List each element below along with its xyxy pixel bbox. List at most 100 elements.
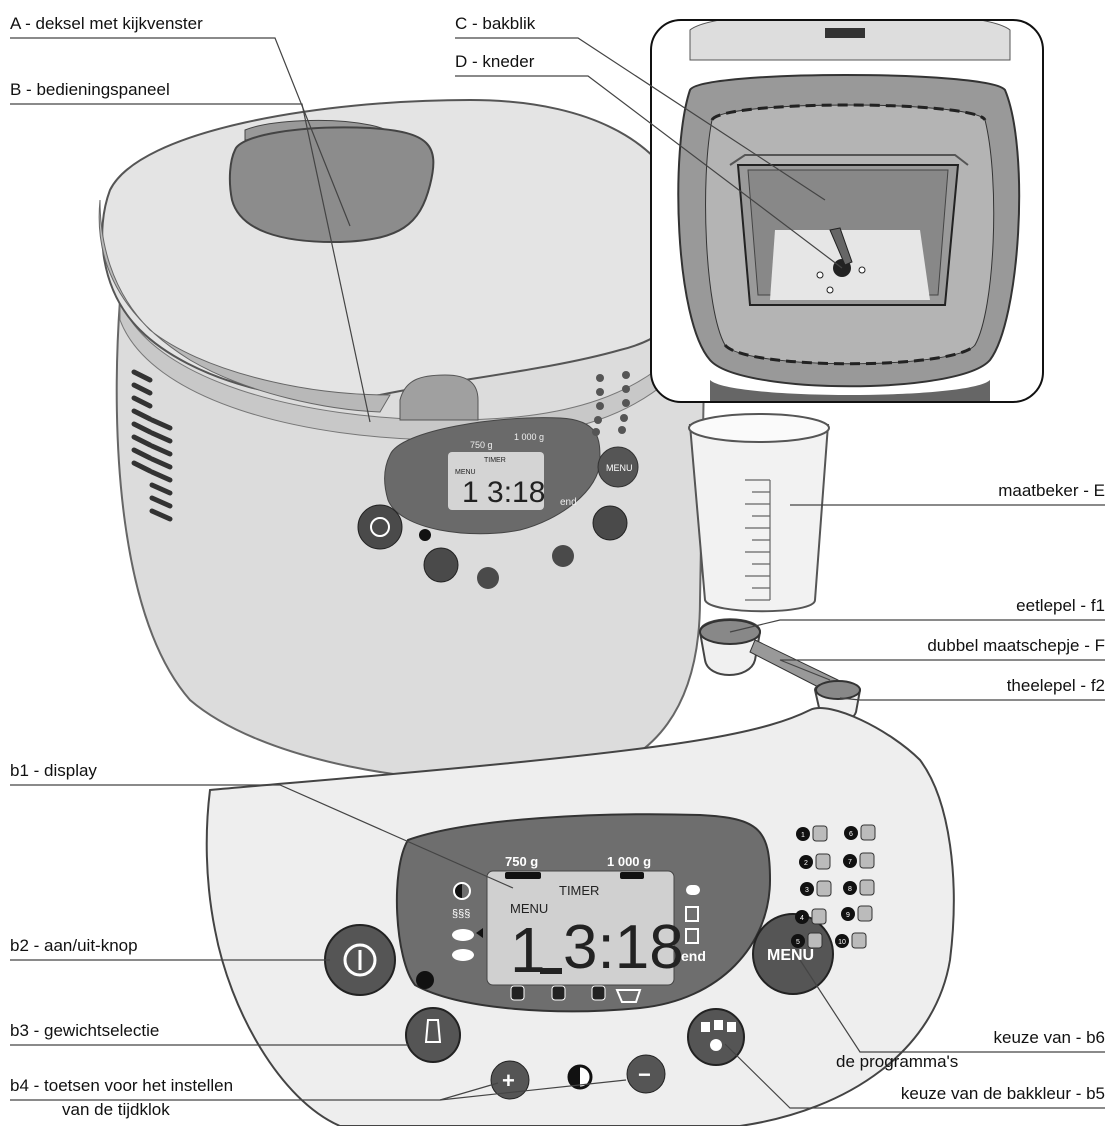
program-number-badge xyxy=(800,882,814,896)
program-bread-icon xyxy=(857,905,873,922)
program-number-text: 7 xyxy=(848,859,852,866)
program-number-text: 4 xyxy=(800,915,804,922)
label-power-button: b2 - aan/uit-knop xyxy=(10,936,138,955)
small-timer-label: TIMER xyxy=(484,457,506,464)
program-number-text: 5 xyxy=(796,939,800,946)
indicator-light xyxy=(416,971,434,989)
program-number: 1 xyxy=(510,914,546,986)
program-item: 1 xyxy=(796,825,828,842)
minus-button[interactable]: − xyxy=(626,1054,666,1094)
measuring-cup xyxy=(688,413,830,613)
program-bread-icon xyxy=(859,852,875,869)
menu-button-label: MENU xyxy=(767,947,814,964)
small-menu-button[interactable] xyxy=(597,446,639,488)
loaf-size-icons xyxy=(510,985,642,1003)
program-item: 5 xyxy=(791,932,823,949)
label-lid: A - deksel met kijkvenster xyxy=(10,14,203,33)
label-program-choice-line2: de programma's xyxy=(836,1052,959,1071)
weight-1000-indicator xyxy=(620,872,644,879)
small-weight-1000: 1 000 g xyxy=(514,432,544,442)
program-list: 1 2 3 4 5 6 7 8 9 10 xyxy=(791,824,876,949)
program-number-text: 6 xyxy=(849,831,853,838)
small-control-panel: 750 g 1 000 g TIMER MENU 1 3:18 end xyxy=(384,417,601,535)
program-number-badge xyxy=(795,910,809,924)
program-number-text: 8 xyxy=(848,886,852,893)
program-bread-icon xyxy=(851,932,867,949)
crust-symbol-icon xyxy=(567,1064,593,1090)
minus-icon: − xyxy=(638,1062,651,1087)
small-end-label: end xyxy=(560,497,577,508)
crust-color-button[interactable] xyxy=(687,1008,745,1066)
large-display: 750 g 1 000 g TIMER MENU 1 3:18 end xyxy=(476,854,706,986)
program-item: 6 xyxy=(844,824,876,841)
program-item: 2 xyxy=(799,853,831,870)
program-number-text: 3 xyxy=(805,887,809,894)
small-crust-button[interactable] xyxy=(592,505,628,541)
plus-button[interactable]: + xyxy=(490,1060,530,1100)
crust-indicator-icons: §§§ xyxy=(452,882,474,961)
program-bread-icon xyxy=(812,825,828,842)
side-vents xyxy=(131,369,173,522)
program-item: 4 xyxy=(795,908,827,925)
inset-open-machine xyxy=(650,19,1044,403)
program-item: 3 xyxy=(800,880,832,897)
program-number-text: 2 xyxy=(804,860,808,867)
program-item: 7 xyxy=(843,852,875,869)
label-weight-selection: b3 - gewichtselectie xyxy=(10,1021,160,1040)
lid-handle xyxy=(399,374,479,421)
program-bread-icon xyxy=(860,824,876,841)
crust-color-icon xyxy=(701,1022,710,1032)
program-number-text: 1 xyxy=(801,832,805,839)
end-label: end xyxy=(681,948,706,964)
cursor-bar xyxy=(540,968,562,974)
label-kneader: D - kneder xyxy=(455,52,535,71)
weight-1000-label: 1 000 g xyxy=(607,854,651,869)
small-weight-750: 750 g xyxy=(470,440,493,450)
label-baking-pan: C - bakblik xyxy=(455,14,536,33)
small-indicator-light xyxy=(419,529,431,541)
menu-label: MENU xyxy=(510,901,548,916)
small-plus-button[interactable] xyxy=(477,567,499,589)
large-power-button[interactable] xyxy=(324,924,396,996)
label-tablespoon: eetlepel - f1 xyxy=(1016,596,1105,615)
menu-button[interactable]: MENU xyxy=(752,913,834,995)
program-number-badge xyxy=(796,827,810,841)
small-menu-button-label: MENU xyxy=(606,463,633,473)
small-menu-label: MENU xyxy=(455,469,476,476)
leader-lines xyxy=(10,37,1105,1109)
small-power-icon xyxy=(370,517,390,537)
program-item: 8 xyxy=(843,879,875,896)
program-number-badge xyxy=(791,934,805,948)
weight-selection-button[interactable] xyxy=(405,1007,461,1063)
small-program-icons xyxy=(592,371,630,436)
weight-750-label: 750 g xyxy=(505,854,538,869)
program-number-badge xyxy=(844,826,858,840)
program-bread-icon xyxy=(816,880,832,897)
program-bread-icon xyxy=(811,908,827,925)
weight-750-indicator xyxy=(505,872,541,879)
label-timer-keys-line2: van de tijdklok xyxy=(62,1100,170,1119)
program-bread-icon xyxy=(807,932,823,949)
weight-icon xyxy=(424,1019,442,1043)
label-crust-color: keuze van de bakkleur - b5 xyxy=(900,1084,1105,1103)
power-icon xyxy=(343,943,377,977)
program-number-badge xyxy=(843,854,857,868)
cycle-indicator-icons xyxy=(685,885,700,944)
double-measuring-spoon xyxy=(698,618,862,723)
label-measuring-cup: maatbeker - E xyxy=(998,481,1105,500)
viewing-window xyxy=(228,126,435,244)
label-teaspoon: theelepel - f2 xyxy=(1006,676,1105,695)
program-number-text: 9 xyxy=(846,912,850,919)
svg-text:§§§: §§§ xyxy=(452,908,470,920)
program-number-badge xyxy=(799,855,813,869)
program-number-text: 10 xyxy=(838,939,846,946)
small-minus-button[interactable] xyxy=(552,545,574,567)
time-readout: 3:18 xyxy=(563,913,684,982)
label-timer-keys-line1: b4 - toetsen voor het instellen xyxy=(10,1076,234,1095)
small-power-button[interactable] xyxy=(357,504,403,550)
small-time-readout: 1 3:18 xyxy=(462,476,545,509)
small-weight-button[interactable] xyxy=(423,547,459,583)
program-number-badge xyxy=(841,907,855,921)
timer-label: TIMER xyxy=(559,883,599,898)
